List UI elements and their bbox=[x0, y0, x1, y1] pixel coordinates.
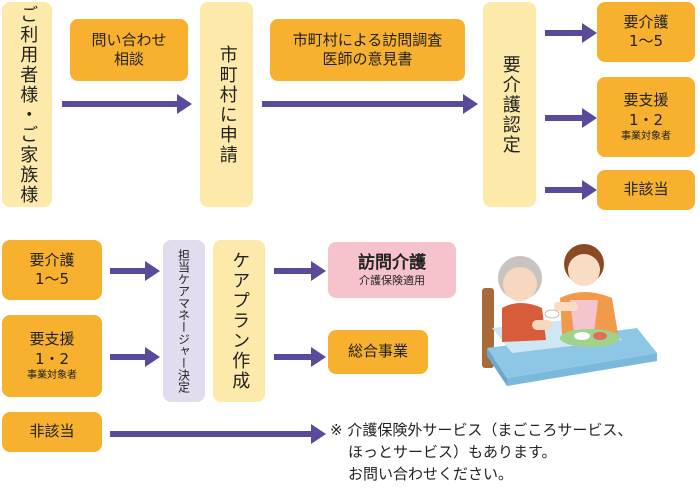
outcome-support-label-1: 要支援 bbox=[623, 91, 669, 109]
none-box: 非該当 bbox=[2, 412, 102, 452]
careplan-box: ケアプラン作成 bbox=[213, 240, 265, 402]
support-label-2: 1・2 bbox=[34, 349, 70, 368]
arrow-support-to-manager bbox=[110, 347, 160, 367]
care-box: 要介護 1～5 bbox=[2, 240, 102, 300]
home-visit-box: 訪問介護 介護保険適用 bbox=[328, 242, 456, 298]
apply-label: 市町村に申請 bbox=[216, 44, 238, 165]
arrow-apply-to-certification bbox=[262, 94, 478, 114]
careplan-label: ケアプラン作成 bbox=[229, 251, 251, 391]
arrow-to-care bbox=[545, 23, 597, 43]
outcome-none-box: 非該当 bbox=[597, 170, 695, 210]
support-box: 要支援 1・2 事業対象者 bbox=[2, 315, 102, 397]
manager-label: 担当ケアマネージャー決定 bbox=[176, 249, 191, 393]
family-label: ご利用者様・ご家族様 bbox=[17, 4, 39, 205]
apply-box: 市町村に申請 bbox=[200, 2, 253, 207]
general-label: 総合事業 bbox=[347, 342, 408, 361]
meal-tray-icon bbox=[544, 309, 620, 347]
outcome-support-label-3: 事業対象者 bbox=[621, 131, 671, 142]
care-label-1: 要介護 bbox=[29, 250, 75, 269]
outcome-care-label-2: 1～5 bbox=[628, 32, 664, 50]
none-label: 非該当 bbox=[29, 422, 75, 441]
home-visit-label-1: 訪問介護 bbox=[358, 252, 426, 273]
arrow-to-support bbox=[545, 108, 597, 128]
note: ※ 介護保険外サービス（まごころサービス、 ほっとサービス）もあります。 お問い… bbox=[330, 420, 632, 485]
certification-box: 要介護認定 bbox=[483, 2, 536, 207]
note-line-3: お問い合わせください。 bbox=[348, 464, 514, 483]
outcome-support-box: 要支援 1・2 事業対象者 bbox=[597, 77, 695, 157]
inquiry-label-2: 相談 bbox=[113, 50, 144, 68]
arrow-to-home-visit bbox=[274, 261, 326, 281]
outcome-care-box: 要介護 1～5 bbox=[597, 2, 695, 62]
outcome-none-label: 非該当 bbox=[623, 180, 669, 199]
survey-box: 市町村による訪問調査 医師の意見書 bbox=[270, 19, 465, 81]
outcome-support-label-2: 1・2 bbox=[628, 110, 664, 129]
caregiver-icon bbox=[554, 244, 618, 334]
arrow-care-to-manager bbox=[110, 261, 160, 281]
care-label-2: 1～5 bbox=[34, 270, 70, 288]
arrow-none-to-note bbox=[110, 424, 326, 444]
family-box: ご利用者様・ご家族様 bbox=[2, 2, 52, 207]
elderly-woman-icon bbox=[498, 256, 552, 342]
certification-label: 要介護認定 bbox=[499, 54, 521, 155]
survey-label-1: 市町村による訪問調査 bbox=[292, 30, 443, 49]
inquiry-label-1: 問い合わせ bbox=[91, 30, 167, 49]
general-box: 総合事業 bbox=[328, 330, 428, 374]
caregiver-illustration bbox=[482, 244, 657, 386]
arrow-to-none bbox=[545, 180, 597, 200]
outcome-care-label-1: 要介護 bbox=[623, 12, 669, 31]
note-line-2: ほっとサービス）もあります。 bbox=[348, 442, 557, 461]
manager-box: 担当ケアマネージャー決定 bbox=[163, 240, 205, 402]
inquiry-box: 問い合わせ 相談 bbox=[70, 19, 188, 81]
home-visit-label-2: 介護保険適用 bbox=[359, 273, 425, 287]
arrow-to-general bbox=[274, 347, 326, 367]
survey-label-2: 医師の意見書 bbox=[322, 50, 413, 68]
note-line-1: ※ 介護保険外サービス（まごころサービス、 bbox=[330, 421, 633, 439]
support-label-3: 事業対象者 bbox=[27, 370, 77, 381]
arrow-family-to-apply bbox=[62, 94, 192, 114]
support-label-1: 要支援 bbox=[29, 330, 75, 348]
